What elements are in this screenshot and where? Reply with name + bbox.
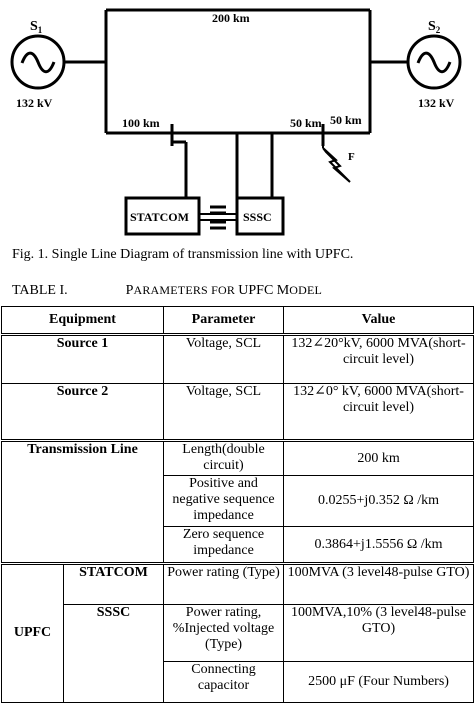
- line-200km: 200 km: [104, 8, 372, 133]
- source-1: S1 132 kV: [10, 19, 66, 110]
- figure-caption: Fig. 1. Single Line Diagram of transmiss…: [12, 247, 354, 262]
- capacitor-icon: [199, 205, 237, 230]
- table-row: Zero sequence impedance 0.3864+j1.5556 Ω…: [2, 526, 474, 564]
- cell-value: 100MVA,10% (3 level48-pulse GTO): [283, 603, 474, 663]
- line-100km-label: 100 km: [122, 116, 160, 130]
- cell-value: 100MVA (3 level48-pulse GTO): [283, 561, 474, 605]
- table-row: Connecting capacitor 2500 μF (Four Numbe…: [2, 661, 474, 703]
- table-row: Source 2 Voltage, SCL 132∠0° kV, 6000 MV…: [0, 383, 474, 442]
- cell-value: 0.3864+j1.5556 Ω /km: [283, 526, 474, 564]
- source-1-voltage: 132 kV: [16, 96, 53, 110]
- source-2-voltage: 132 kV: [418, 96, 455, 110]
- statcom-label: STATCOM: [130, 210, 189, 224]
- cell-parameter: Voltage, SCL: [163, 383, 285, 442]
- source-2: S2 132 kV: [406, 19, 462, 110]
- table-row: Positive and negative sequence impedance…: [2, 475, 474, 528]
- line-50km-label-1: 50 km: [290, 116, 322, 130]
- cell-value: 2500 μF (Four Numbers): [283, 661, 474, 703]
- statcom-block: STATCOM: [124, 196, 201, 236]
- cell-parameter: Positive and negative sequence impedance: [163, 475, 285, 528]
- cell-parameter: Voltage, SCL: [163, 333, 285, 385]
- cell-parameter: Zero sequence impedance: [163, 526, 285, 564]
- line-200km-label: 200 km: [212, 11, 250, 25]
- source-2-label: S2: [428, 19, 441, 35]
- sine-icon: [416, 51, 452, 74]
- cell-value: 200 km: [283, 439, 474, 477]
- header-value: Value: [283, 306, 474, 336]
- fault-label: F: [348, 151, 355, 163]
- line-50km-label-2: 50 km: [330, 113, 362, 127]
- cell-equipment: Source 1: [0, 333, 165, 385]
- table-row: Transmission Line Length(double circuit)…: [0, 439, 474, 564]
- table-row: SSSC Power rating, %Injected voltage (Ty…: [2, 603, 474, 704]
- sssc-block: SSSC: [235, 196, 285, 236]
- header-parameter: Parameter: [163, 306, 285, 336]
- cell-parameter: Power rating (Type): [163, 561, 285, 605]
- sine-icon: [20, 51, 56, 74]
- table-row: Source 1 Voltage, SCL 132∠20°kV, 6000 MV…: [0, 333, 474, 385]
- cell-equipment: Source 2: [0, 383, 165, 442]
- source-1-label: S1: [30, 19, 43, 35]
- sssc-label: SSSC: [243, 210, 272, 224]
- table-row: UPFC STATCOM Power rating (Type) 100MVA …: [1, 561, 474, 704]
- cell-value: 132∠20°kV, 6000 MVA(short-circuit level): [283, 333, 474, 385]
- cell-subequipment: STATCOM: [62, 561, 165, 605]
- cell-subequipment: SSSC: [62, 603, 165, 704]
- header-equipment: Equipment: [0, 306, 165, 336]
- cell-equipment: Transmission Line: [0, 439, 165, 564]
- cell-value: 132∠0° kV, 6000 MVA(short-circuit level): [283, 383, 474, 442]
- cell-value: 0.0255+j0.352 Ω /km: [283, 475, 474, 528]
- cell-parameter: Connecting capacitor: [163, 661, 285, 703]
- single-line-diagram: S1 132 kV S2 132 kV 200 km 100 km 50 km …: [10, 8, 462, 236]
- cell-parameter: Length(double circuit): [163, 439, 285, 477]
- table-caption: TABLE I.PARAMETERS FOR UPFC MODEL: [12, 283, 323, 298]
- parameters-table: Equipment Parameter Value Source 1 Volta…: [0, 306, 474, 704]
- cell-parameter: Power rating, %Injected voltage (Type): [163, 603, 285, 663]
- cell-equipment: UPFC: [1, 561, 64, 704]
- fault-icon: F: [322, 133, 355, 183]
